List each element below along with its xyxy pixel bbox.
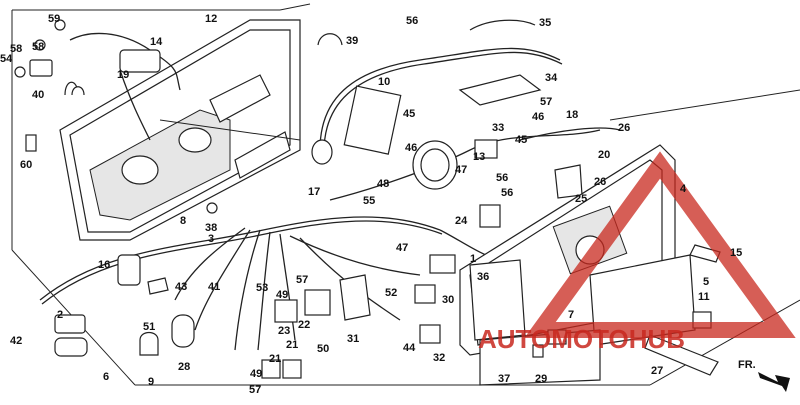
part-number-label: 28 (178, 361, 190, 373)
part-number-label: 23 (278, 325, 290, 337)
part-number-label: 56 (501, 187, 513, 199)
part-number-label: 2 (57, 309, 63, 321)
part-number-label: 21 (269, 353, 281, 365)
assembly-frame (11, 3, 800, 386)
part-number-label: 47 (396, 242, 408, 254)
part-number-label: 59 (48, 13, 60, 25)
part-number-label: 39 (346, 35, 358, 47)
part-number-label: 54 (0, 53, 13, 65)
front-direction-indicator: FR. (738, 359, 790, 392)
part-number-label: 53 (256, 282, 268, 294)
part-number-label: 47 (455, 164, 467, 176)
part-number-label: 60 (20, 159, 32, 171)
part-number-label: 34 (545, 72, 558, 84)
part-number-label: 29 (535, 373, 547, 385)
part-number-label: 4 (680, 183, 687, 195)
part-number-label: 57 (296, 274, 308, 286)
front-direction-arrow-icon (758, 372, 790, 392)
part-number-label: 38 (205, 222, 217, 234)
part-number-label: 37 (498, 373, 510, 385)
part-number-label: 26 (594, 176, 606, 188)
part-number-label: 15 (730, 247, 742, 259)
part-number-label: 7 (568, 309, 574, 321)
part-number-label: 51 (143, 321, 155, 333)
front-direction-label: FR. (738, 359, 756, 371)
part-number-label: 49 (250, 368, 262, 380)
part-number-label: 24 (455, 215, 468, 227)
part-number-label: 22 (298, 319, 310, 331)
part-number-label: 46 (532, 111, 544, 123)
part-number-label: 52 (385, 287, 397, 299)
part-number-label: 46 (405, 142, 417, 154)
part-number-label: 35 (539, 17, 551, 29)
part-number-label: 17 (308, 186, 320, 198)
part-number-label: 44 (403, 342, 416, 354)
part-number-label: 20 (598, 149, 610, 161)
part-number-label: 27 (651, 365, 663, 377)
part-number-label: 18 (566, 109, 578, 121)
part-number-label: 12 (205, 13, 217, 25)
part-number-label: 36 (477, 271, 489, 283)
part-number-label: 57 (249, 384, 261, 396)
watermark: AUTOMOTOHUB (478, 151, 796, 354)
part-number-label: 13 (473, 151, 485, 163)
part-number-label: 33 (492, 122, 504, 134)
part-number-labels: 1234567891011121314151617181920212122232… (0, 13, 742, 396)
part-number-label: 3 (208, 233, 214, 245)
part-number-label: 26 (618, 122, 630, 134)
watermark-triangle (524, 151, 796, 338)
part-number-label: 41 (208, 281, 220, 293)
part-number-label: 50 (317, 343, 329, 355)
part-number-label: 30 (442, 294, 454, 306)
connector-cluster-top (14, 19, 161, 96)
components (25, 19, 583, 379)
part-number-label: 9 (148, 376, 154, 388)
part-number-label: 10 (378, 76, 390, 88)
part-number-label: 57 (540, 96, 552, 108)
part-number-label: 45 (515, 134, 527, 146)
part-number-label: 58 (10, 43, 22, 55)
part-number-label: 14 (150, 36, 163, 48)
part-number-label: 49 (276, 289, 288, 301)
part-number-label: 1 (470, 253, 476, 265)
part-number-label: 40 (32, 89, 44, 101)
part-number-label: 45 (403, 108, 415, 120)
part-number-label: 43 (175, 281, 187, 293)
part-number-label: 25 (575, 193, 587, 205)
part-number-label: 56 (496, 172, 508, 184)
part-number-label: 58 (32, 41, 44, 53)
watermark-text: AUTOMOTOHUB (478, 324, 685, 354)
part-number-label: 48 (377, 178, 389, 190)
part-number-label: 55 (363, 195, 375, 207)
part-number-label: 8 (180, 215, 186, 227)
part-number-label: 19 (117, 69, 129, 81)
part-number-label: 11 (698, 291, 710, 303)
part-number-label: 5 (703, 276, 709, 288)
part-number-label: 6 (103, 371, 109, 383)
part-number-label: 32 (433, 352, 445, 364)
lamp-housing (59, 19, 301, 241)
part-number-label: 21 (286, 339, 298, 351)
part-number-label: 42 (10, 335, 22, 347)
part-number-label: 16 (98, 259, 110, 271)
part-number-label: 31 (347, 333, 359, 345)
part-number-label: 56 (406, 15, 418, 27)
